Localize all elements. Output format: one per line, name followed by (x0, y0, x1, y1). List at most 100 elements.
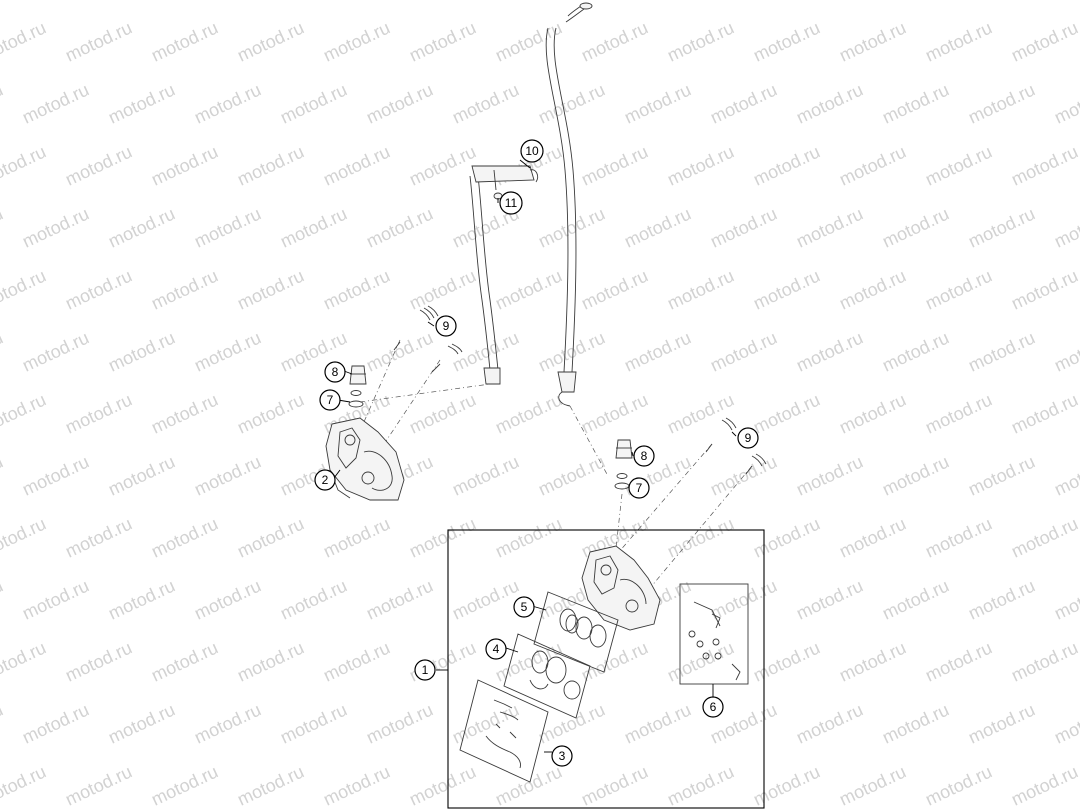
seal-kit-5 (533, 591, 619, 673)
watermark-text: motod.ru (922, 265, 995, 313)
watermark-text: motod.ru (578, 389, 651, 437)
watermark-text: motod.ru (836, 637, 909, 685)
callout-4[interactable]: 4 (485, 638, 507, 660)
callout-9-left-label: 9 (443, 319, 450, 333)
watermark-text: motod.ru (234, 513, 307, 561)
watermark-text: motod.ru (277, 699, 350, 747)
watermark-text: motod.ru (105, 0, 178, 4)
callout-11-label: 11 (505, 196, 518, 210)
watermark-text: motod.ru (535, 0, 608, 4)
callout-11[interactable]: 11 (499, 191, 523, 215)
callout-9-right[interactable]: 9 (737, 427, 759, 449)
callout-2[interactable]: 2 (314, 469, 336, 491)
watermark-text: motod.ru (105, 699, 178, 747)
watermark-text: motod.ru (621, 0, 694, 4)
watermark-text: motod.ru (277, 575, 350, 623)
watermark-text: motod.ru (105, 575, 178, 623)
watermark-text: motod.ru (449, 575, 522, 623)
watermark-text: motod.ru (750, 761, 823, 809)
watermark-text: motod.ru (922, 141, 995, 189)
watermark-text: motod.ru (0, 327, 6, 375)
watermark-text: motod.ru (793, 79, 866, 127)
watermark-text: motod.ru (578, 141, 651, 189)
watermark-text: motod.ru (62, 389, 135, 437)
watermark-text: motod.ru (965, 575, 1038, 623)
watermark-text: motod.ru (621, 327, 694, 375)
watermark-text: motod.ru (0, 141, 49, 189)
watermark-text: motod.ru (836, 141, 909, 189)
brake-lines (469, 2, 593, 407)
watermark-text: motod.ru (664, 265, 737, 313)
watermark-text: motod.ru (750, 389, 823, 437)
watermark-text: motod.ru (148, 389, 221, 437)
watermark-text: motod.ru (664, 389, 737, 437)
callout-3[interactable]: 3 (551, 745, 573, 767)
watermark-text: motod.ru (148, 637, 221, 685)
watermark-text: motod.ru (62, 17, 135, 65)
watermark-text: motod.ru (879, 203, 952, 251)
watermark-text: motod.ru (922, 761, 995, 809)
watermark-text: motod.ru (19, 0, 92, 4)
watermark-text: motod.ru (449, 0, 522, 4)
small-parts-kit-3 (459, 679, 549, 783)
watermark-text: motod.ru (836, 513, 909, 561)
watermark-text: motod.ru (793, 699, 866, 747)
watermark-text: motod.ru (19, 203, 92, 251)
leader-lines (333, 159, 737, 753)
watermark-text: motod.ru (664, 761, 737, 809)
watermark-text: motod.ru (793, 451, 866, 499)
right-small-parts (614, 417, 767, 490)
watermark-text: motod.ru (105, 79, 178, 127)
watermark-text: motod.ru (406, 141, 479, 189)
watermark-text: motod.ru (621, 203, 694, 251)
watermark-text: motod.ru (750, 141, 823, 189)
watermark-text: motod.ru (148, 513, 221, 561)
watermark-text: motod.ru (1008, 141, 1080, 189)
watermark-text: motod.ru (406, 637, 479, 685)
watermark-text: motod.ru (1008, 761, 1080, 809)
watermark-text: motod.ru (793, 575, 866, 623)
watermark-text: motod.ru (148, 17, 221, 65)
watermark-text: motod.ru (449, 699, 522, 747)
watermark-text: motod.ru (320, 265, 393, 313)
callout-6[interactable]: 6 (702, 696, 724, 718)
watermark-text: motod.ru (406, 761, 479, 809)
watermark-text: motod.ru (449, 451, 522, 499)
watermark-text: motod.ru (148, 265, 221, 313)
left-caliper (325, 417, 405, 501)
watermark-text: motod.ru (492, 513, 565, 561)
callout-7-right[interactable]: 7 (628, 477, 650, 499)
watermark-text: motod.ru (707, 327, 780, 375)
watermark-text: motod.ru (277, 79, 350, 127)
watermark-text: motod.ru (0, 0, 6, 4)
callout-8-right[interactable]: 8 (633, 445, 655, 467)
callout-8-right-label: 8 (641, 449, 648, 463)
watermark-text: motod.ru (1051, 203, 1080, 251)
assembly-lines (355, 339, 753, 601)
callout-10-label: 10 (525, 144, 539, 158)
watermark-text: motod.ru (965, 0, 1038, 4)
callout-10[interactable]: 10 (520, 139, 544, 163)
watermark-text: motod.ru (1008, 637, 1080, 685)
watermark-text: motod.ru (965, 327, 1038, 375)
callout-1[interactable]: 1 (414, 659, 436, 681)
callout-5[interactable]: 5 (513, 596, 535, 618)
watermark-text: motod.ru (19, 575, 92, 623)
watermark-text: motod.ru (19, 327, 92, 375)
watermark-text: motod.ru (320, 761, 393, 809)
watermark-text: motod.ru (836, 17, 909, 65)
watermark-text: motod.ru (836, 265, 909, 313)
callout-9-left[interactable]: 9 (435, 315, 457, 337)
watermark-text: motod.ru (363, 575, 436, 623)
watermark-text: motod.ru (363, 327, 436, 375)
watermark-text: motod.ru (320, 637, 393, 685)
watermark-text: motod.ru (0, 637, 49, 685)
watermark-text: motod.ru (836, 389, 909, 437)
watermark-text: motod.ru (707, 575, 780, 623)
callout-8-left[interactable]: 8 (324, 361, 346, 383)
watermark-text: motod.ru (750, 17, 823, 65)
watermark-text: motod.ru (62, 141, 135, 189)
callout-8-left-label: 8 (332, 365, 339, 379)
callout-7-left[interactable]: 7 (319, 389, 341, 411)
